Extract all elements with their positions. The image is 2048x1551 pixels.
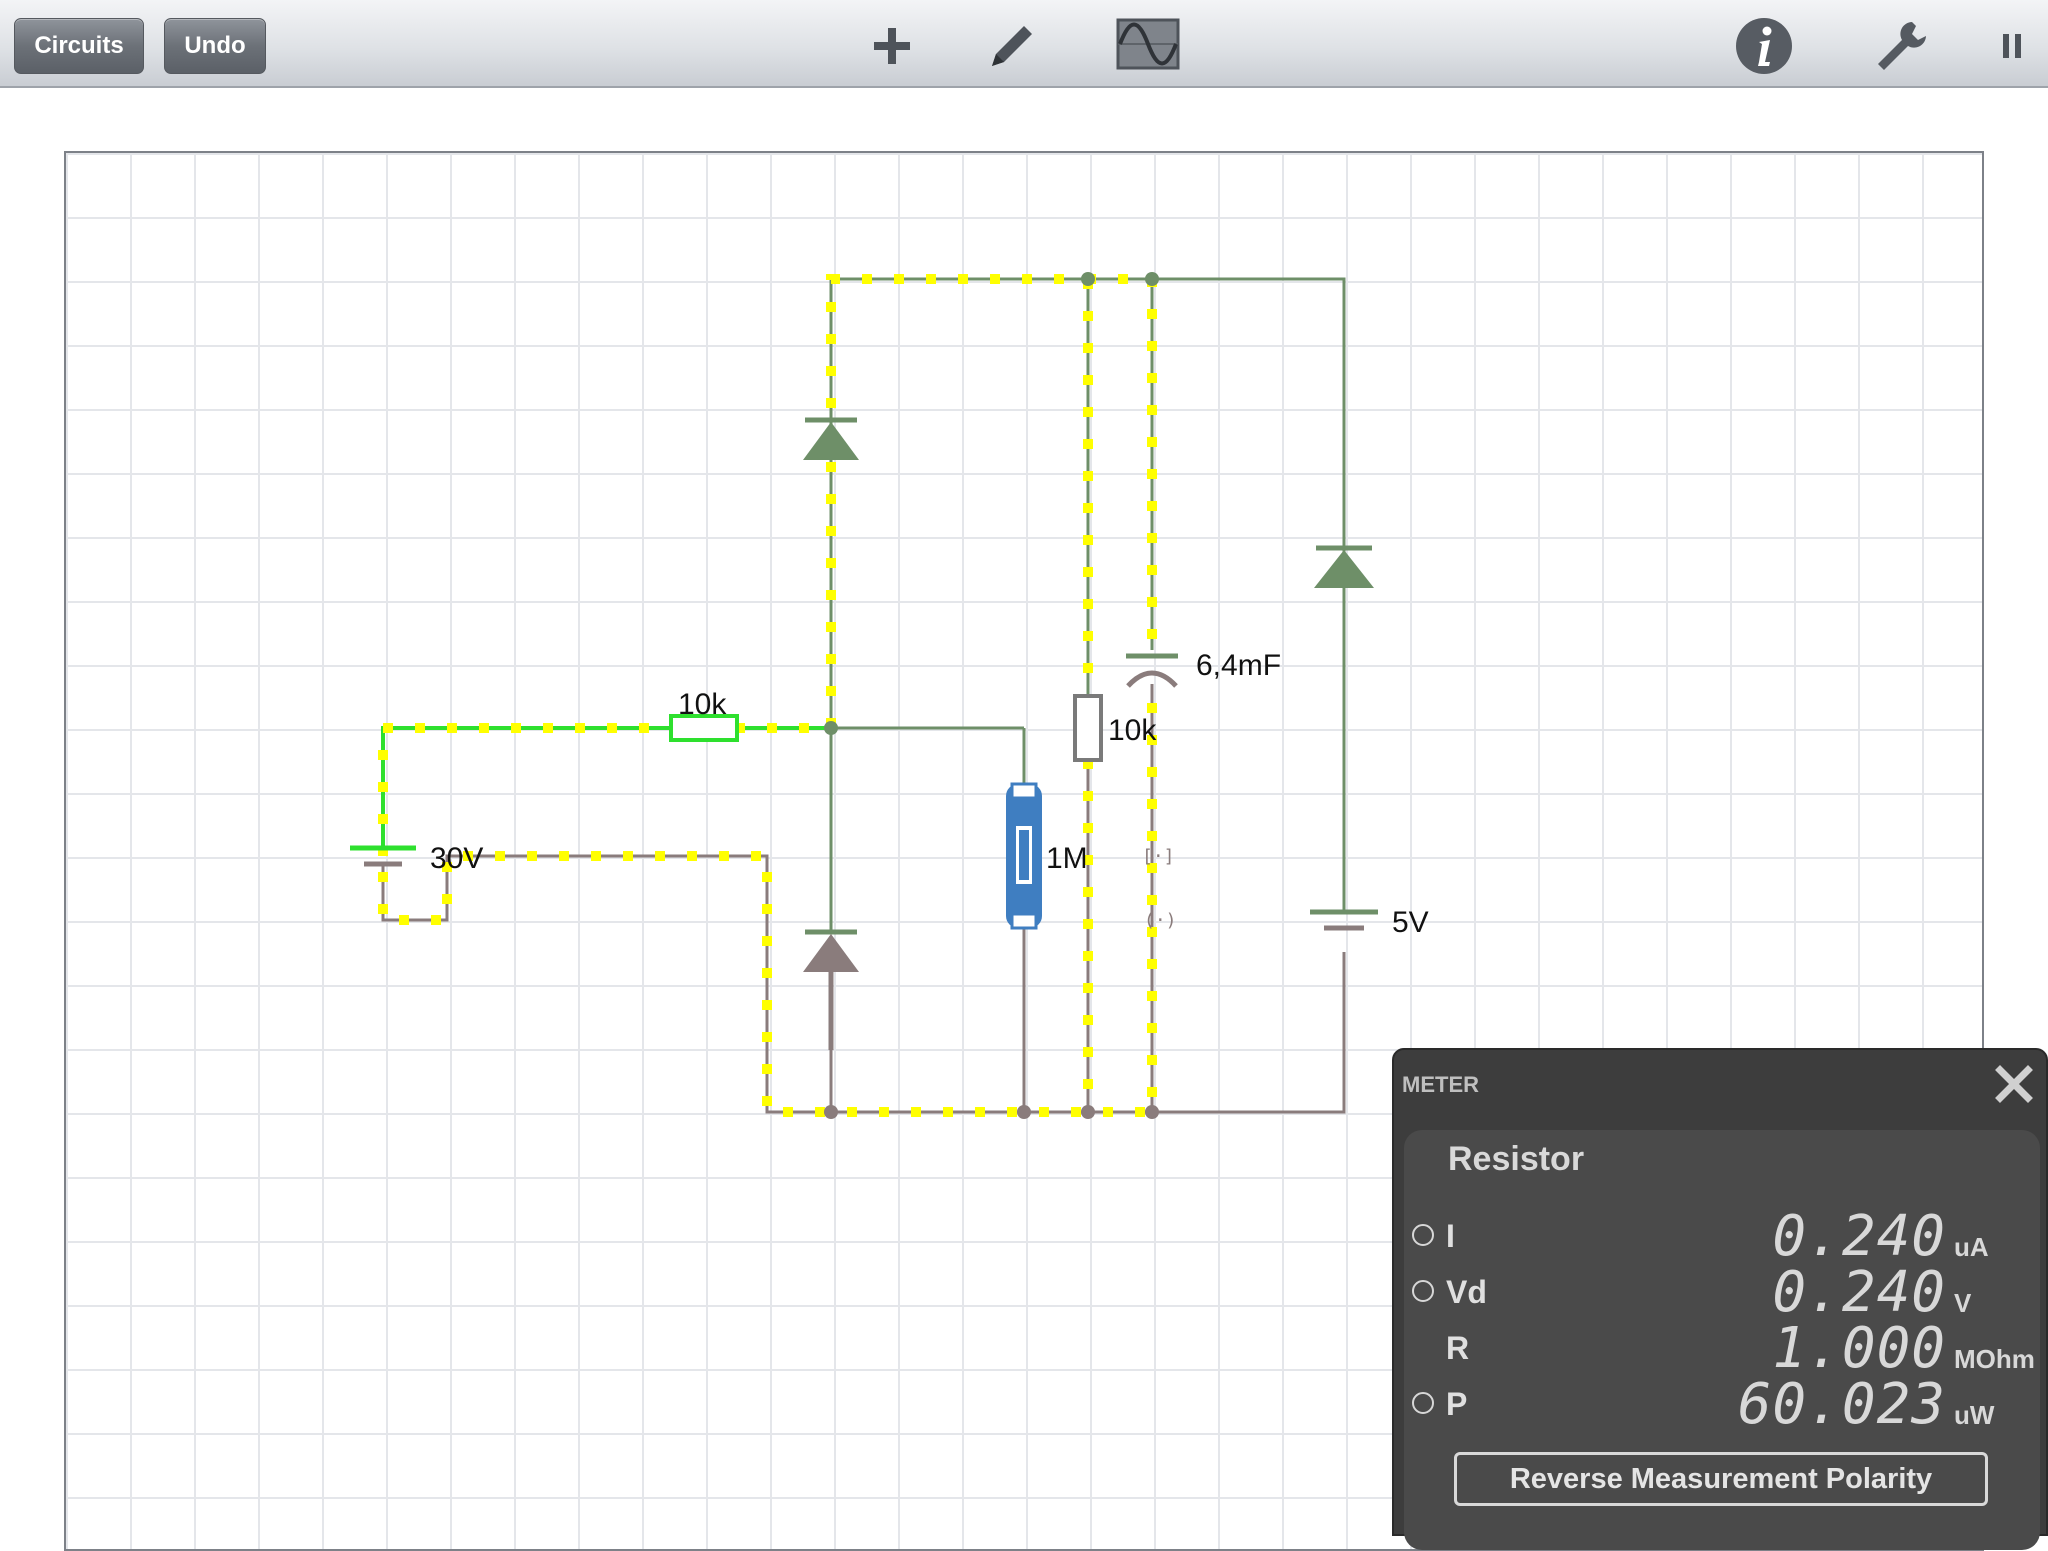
wires: [381, 277, 1346, 1114]
label-capacitor: 6,4mF: [1196, 649, 1281, 682]
meter-row-resistance: R 1.000 MOhm: [1394, 1316, 2035, 1381]
meter-component-name: Resistor: [1448, 1140, 1585, 1178]
top-toolbar: Circuits Undo: [0, 0, 2048, 88]
circuits-button[interactable]: Circuits: [14, 18, 144, 74]
label-resistor-right: 10k: [1108, 714, 1157, 747]
label-resistor-selected: 1M: [1046, 842, 1088, 875]
meter-label-voltage: Vd: [1446, 1274, 1487, 1310]
meter-value-resistance: 1.000: [1772, 1316, 1946, 1381]
junction-nodes: [824, 272, 1159, 1119]
diode-lower[interactable]: [803, 929, 859, 1050]
resistor-selected[interactable]: [1006, 782, 1042, 930]
wrench-icon[interactable]: [1868, 14, 1932, 78]
voltage-source-left[interactable]: [350, 845, 416, 867]
undo-button[interactable]: Undo: [164, 18, 266, 74]
meter-unit-resistance: MOhm: [1954, 1344, 2035, 1374]
diode-right[interactable]: [1314, 545, 1374, 588]
meter-row-voltage: Vd 0.240 V: [1394, 1260, 2034, 1325]
meter-unit-power: uW: [1954, 1400, 1995, 1430]
pause-icon[interactable]: [1988, 14, 2036, 78]
reverse-polarity-button[interactable]: Reverse Measurement Polarity: [1454, 1452, 1988, 1506]
voltage-source-right[interactable]: [1310, 909, 1378, 931]
meter-value-current: 0.240: [1772, 1204, 1946, 1269]
probe-markers: [·] (·): [1142, 846, 1177, 931]
radio-power[interactable]: [1412, 1392, 1434, 1414]
info-icon[interactable]: [1732, 14, 1796, 78]
label-source-right: 5V: [1392, 906, 1429, 939]
svg-text:(·): (·): [1144, 910, 1177, 931]
capacitor[interactable]: [1126, 653, 1178, 688]
meter-row-current: I 0.240 uA: [1394, 1204, 2034, 1269]
meter-value-power: 60.023: [1737, 1372, 1946, 1437]
meter-value-voltage: 0.240: [1772, 1260, 1946, 1325]
meter-unit-voltage: V: [1954, 1288, 1972, 1318]
resistor-left[interactable]: [669, 714, 739, 742]
plus-icon[interactable]: [860, 14, 924, 78]
resistor-right[interactable]: [1073, 694, 1103, 762]
close-icon[interactable]: [1990, 1060, 2038, 1108]
label-source-left: 30V: [430, 842, 483, 875]
diode-upper[interactable]: [803, 417, 859, 460]
meter-label-power: P: [1446, 1386, 1468, 1422]
radio-voltage[interactable]: [1412, 1280, 1434, 1302]
meter-unit-current: uA: [1954, 1232, 1989, 1262]
meter-label-current: I: [1446, 1218, 1455, 1254]
svg-text:[·]: [·]: [1142, 846, 1175, 867]
meter-row-power: P 60.023 uW: [1394, 1372, 2034, 1437]
meter-readout-area: [1404, 1130, 2040, 1550]
meter-panel: METER Resistor I 0.240 uA Vd 0.240 V R 1…: [1392, 1048, 2048, 1550]
meter-title: METER: [1402, 1072, 1479, 1097]
oscilloscope-icon[interactable]: [1116, 14, 1180, 78]
label-resistor-left: 10k: [678, 688, 727, 721]
meter-label-resistance: R: [1446, 1330, 1470, 1366]
radio-current[interactable]: [1412, 1224, 1434, 1246]
pencil-icon[interactable]: [980, 14, 1044, 78]
